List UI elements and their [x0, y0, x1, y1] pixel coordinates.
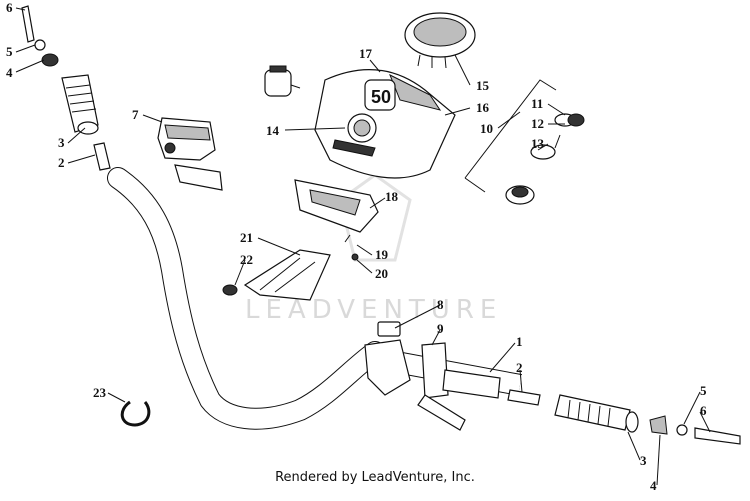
bulb-socket: [264, 65, 301, 97]
callout-8: 8: [437, 297, 444, 312]
callout-23: 23: [93, 385, 107, 400]
right-grip-ridges: [567, 399, 611, 427]
right-washer: [676, 424, 688, 436]
left-bolt: [21, 5, 35, 43]
pod-cover: [389, 73, 442, 111]
model-badge: [364, 79, 396, 111]
callout-18: 18: [385, 189, 399, 204]
right-bolt: [694, 427, 741, 445]
callout-right-2: 2: [516, 360, 523, 375]
ignition-nut: [530, 144, 556, 160]
callout-left-3: 3: [58, 135, 65, 150]
throttle-housing: [364, 339, 411, 396]
callout-22: 22: [240, 252, 253, 267]
callout-1: 1: [516, 334, 523, 349]
watermark-logo: LEADVENTURE: [245, 173, 502, 325]
left-end-weight: [41, 53, 59, 67]
mount-plate: [222, 249, 331, 301]
ignition-key: [567, 113, 585, 127]
right-end-weight: [649, 415, 668, 435]
callout-11: 11: [531, 96, 543, 111]
callout-left-4: 4: [6, 65, 13, 80]
right-grip-flange: [625, 411, 639, 433]
right-grip-assembly: [442, 369, 741, 445]
callout-13: 13: [531, 136, 545, 151]
callout-20: 20: [375, 266, 388, 281]
callout-right-5: 5: [700, 383, 707, 398]
left-washer: [34, 39, 46, 51]
left-grip-assembly: [21, 5, 111, 171]
callout-17: 17: [359, 46, 373, 61]
right-grip: [554, 394, 631, 431]
callout-left-5: 5: [6, 44, 13, 59]
switch-housing: [421, 342, 449, 399]
mount-grommet: [222, 284, 238, 296]
callout-7: 7: [132, 107, 139, 122]
throttle-label: [377, 321, 401, 337]
right-switch-assembly: [364, 321, 466, 431]
right-sleeve: [507, 389, 541, 406]
callout-9: 9: [437, 321, 444, 336]
ignition-switch-group: [464, 79, 585, 205]
callout-14: 14: [266, 123, 280, 138]
callout-16: 16: [476, 100, 490, 115]
headlight-pod: 50: [314, 69, 456, 179]
left-grip: [61, 74, 99, 133]
throttle-tube: [442, 369, 501, 399]
footer-credit: Rendered by LeadVenture, Inc.: [275, 470, 475, 485]
callout-left-2: 2: [58, 155, 65, 170]
model-badge-text: 50: [371, 87, 391, 107]
callout-15: 15: [476, 78, 490, 93]
callout-19: 19: [375, 247, 389, 262]
callout-21: 21: [240, 230, 253, 245]
callouts: 6 5 4 3 2 7 17 15 16 14 10 11 12 13 18 1…: [6, 0, 707, 493]
callout-right-6: 6: [700, 403, 707, 418]
callout-10: 10: [480, 121, 493, 136]
retaining-clip: [120, 400, 151, 427]
leader-lines: [15, 7, 711, 486]
pod-bracket: [294, 179, 379, 261]
brake-master-cylinder: [157, 117, 223, 191]
speedometer-gauge: [404, 12, 476, 69]
callout-right-4: 4: [650, 478, 657, 493]
left-grip-ridges: [65, 84, 97, 113]
callout-left-6: 6: [6, 0, 13, 15]
brake-lever: [174, 164, 223, 191]
bracket-screw: [351, 253, 359, 261]
callout-12: 12: [531, 116, 544, 131]
left-grip-flange: [77, 121, 99, 135]
callout-right-3: 3: [640, 453, 647, 468]
watermark-text: LEADVENTURE: [245, 295, 502, 325]
left-sleeve: [93, 142, 111, 171]
right-lever: [417, 394, 466, 431]
